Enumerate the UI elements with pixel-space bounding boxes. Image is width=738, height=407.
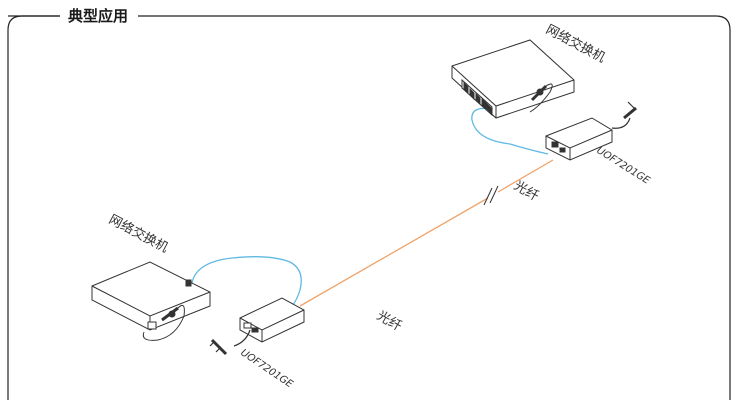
top-converter-label: UOF7201GE xyxy=(594,145,652,187)
bottom-network-switch xyxy=(91,261,211,331)
bottom-media-converter xyxy=(239,297,305,343)
section-title: 典型应用 xyxy=(62,8,135,24)
top-network-switch xyxy=(451,39,575,119)
top-switch-ports xyxy=(461,78,493,117)
top-power-adapter-icon xyxy=(611,101,637,129)
copper-cable-bottom xyxy=(191,256,302,307)
bottom-switch-label: 网络交换机 xyxy=(106,211,171,256)
copper-cable-top xyxy=(471,107,549,155)
fiber-link xyxy=(299,159,554,307)
bottom-converter-label: UOF7201GE xyxy=(238,347,295,390)
section-frame xyxy=(7,15,731,400)
top-media-converter xyxy=(545,117,613,161)
fiber-label-lower: 光纤 xyxy=(374,308,404,334)
bottom-power-adapter-icon xyxy=(209,329,251,356)
fiber-label-upper: 光纤 xyxy=(511,178,541,204)
top-switch-label: 网络交换机 xyxy=(543,21,608,66)
